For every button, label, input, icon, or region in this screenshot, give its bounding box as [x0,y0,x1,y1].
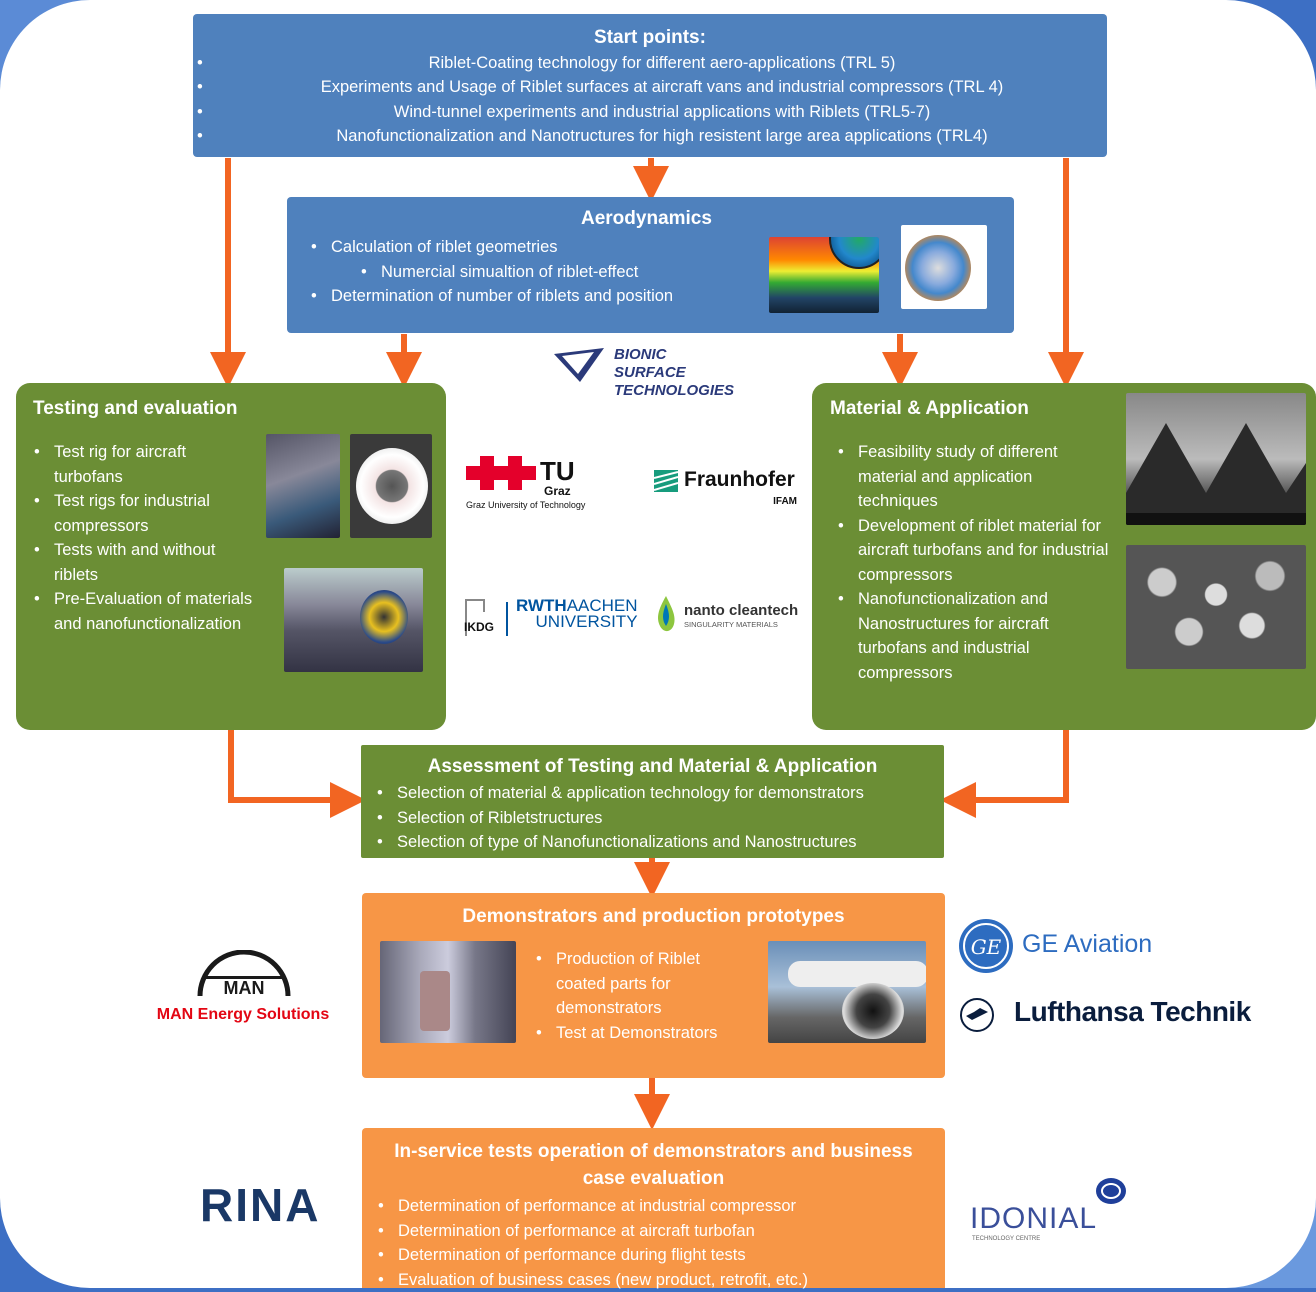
assessment-title: Assessment of Testing and Material & App… [361,755,944,780]
testing-item: Pre-Evaluation of materials and nanofunc… [30,587,258,636]
rina-text: RINA [200,1180,310,1230]
man-energy-logo: MAN MAN Energy Solutions [136,950,350,1028]
compressor-rig-photo [284,568,423,672]
ge-aviation-logo: GE GE Aviation [958,918,1178,974]
svg-text:GE: GE [971,935,1002,959]
material-title: Material & Application [830,397,1029,422]
testing-item: Test rigs for industrial compressors [30,489,258,538]
testing-box: Testing and evaluation Test rig for airc… [16,383,446,730]
fraunhofer-logo: Fraunhofer IFAM [654,468,799,510]
aerodynamics-box: Aerodynamics Calculation of riblet geome… [287,197,1014,333]
start-item: Experiments and Usage of Riblet surfaces… [193,75,1107,100]
bionic-surface-logo: BIONIC SURFACE TECHNOLOGIES [554,346,734,402]
nanto-cleantech-logo: nanto cleantech SINGULARITY MATERIALS [654,594,806,638]
fraunhofer-subtitle: IFAM [773,496,797,507]
demo-item: Test at Demonstrators [532,1021,752,1046]
bionic-line: BIONIC [614,346,734,364]
riblet-sem-image [1126,393,1306,525]
graz-text: Graz [544,484,571,498]
in-service-item: Determination of performance at industri… [374,1194,808,1219]
in-service-box: In-service tests operation of demonstrat… [362,1128,945,1288]
in-service-item: Evaluation of business cases (new produc… [374,1268,808,1292]
assessment-item: Selection of type of Nanofunctionalizati… [373,830,864,855]
start-points-box: Start points: Riblet-Coating technology … [193,14,1107,157]
in-service-title: In-service tests operation of demonstrat… [362,1138,945,1192]
tu-graz-logo: TU Graz Graz University of Technology [466,456,586,514]
demonstrators-box: Demonstrators and production prototypes … [362,893,945,1078]
nanto-subtitle: SINGULARITY MATERIALS [684,620,778,629]
ge-aviation-text: GE Aviation [1022,930,1152,959]
lufthansa-text: Lufthansa Technik [1014,996,1251,1028]
testing-item: Test rig for aircraft turbofans [30,440,258,489]
man-text: MAN [204,976,284,997]
assessment-item: Selection of Ribletstructures [373,806,864,831]
idonial-subtitle: TECHNOLOGY CENTRE [972,1236,1040,1242]
material-box: Material & Application Feasibility study… [812,383,1316,730]
ge-monogram-icon: GE [958,918,1014,974]
tu-graz-blocks-icon [466,456,538,500]
fraunhofer-icon [654,470,678,492]
bionic-line: SURFACE [614,364,734,382]
test-rig-photo [266,434,340,538]
testing-title: Testing and evaluation [33,397,237,422]
aircraft-demonstrator-photo [768,941,926,1043]
tu-graz-subtitle: Graz University of Technology [466,500,585,510]
start-item: Riblet-Coating technology for different … [193,51,1107,76]
idonial-logo: IDONIAL TECHNOLOGY CENTRE [970,1176,1138,1246]
in-service-item: Determination of performance at aircraft… [374,1219,808,1244]
bionic-line: TECHNOLOGIES [614,382,734,400]
demonstrators-title: Demonstrators and production prototypes [362,905,945,930]
cfd-simulation-image [769,237,879,313]
ikdg-text: IKDG [464,620,494,634]
tu-text: TU [540,458,575,484]
aero-item: Calculation of riblet geometries [307,235,673,260]
idonial-badge-icon [1094,1176,1128,1206]
turbofan-simulation-image [901,225,987,309]
riblet-profile [1126,393,1306,525]
industrial-demonstrator-photo [380,941,516,1043]
start-points-title: Start points: [193,26,1107,51]
lufthansa-crane-icon [958,996,996,1034]
material-item: Feasibility study of different material … [834,440,1114,514]
aerodynamics-title: Aerodynamics [581,207,712,232]
idonial-text: IDONIAL [970,1202,1097,1236]
start-item: Wind-tunnel experiments and industrial a… [193,100,1107,125]
nanto-text: nanto cleantech [684,602,798,619]
bionic-triangle-icon [554,348,610,384]
nanto-drop-icon [654,594,678,634]
material-item: Development of riblet material for aircr… [834,514,1114,588]
demo-item: Production of Riblet coated parts for de… [532,947,752,1021]
ikdg-rwth-logo: IKDG RWTHAACHEN UNIVERSITY [462,596,638,644]
aero-item: Numercial simualtion of riblet-effect [357,260,673,285]
testing-item: Tests with and without riblets [30,538,258,587]
rina-logo: RINA [200,1180,310,1240]
university-text: UNIVERSITY [516,614,638,630]
assessment-item: Selection of material & application tech… [373,781,864,806]
man-subtitle: MAN Energy Solutions [136,1006,350,1024]
fraunhofer-text: Fraunhofer [684,468,795,492]
aerodynamics-list: Calculation of riblet geometries Numerci… [307,235,673,309]
start-item: Nanofunctionalization and Nanotructures … [193,124,1107,149]
material-item: Nanofunctionalization and Nanostructures… [834,587,1114,685]
nanostructure-sem-image [1126,545,1306,669]
in-service-item: Determination of performance during flig… [374,1243,808,1268]
aero-item: Determination of number of riblets and p… [307,284,673,309]
assessment-box: Assessment of Testing and Material & App… [361,745,944,858]
lufthansa-technik-logo: Lufthansa Technik [958,994,1288,1038]
turbofan-photo [350,434,432,538]
